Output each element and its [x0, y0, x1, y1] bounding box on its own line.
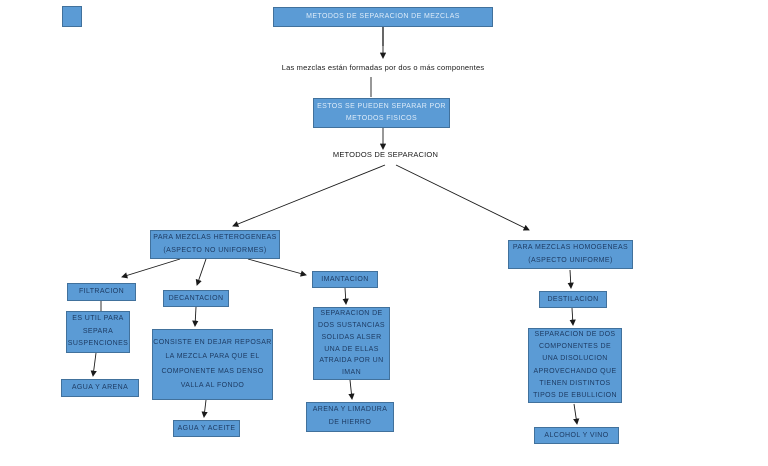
arrow-separation-to-heterogeneous [232, 164, 386, 227]
arrow-heterogeneous-to-filtration [121, 258, 181, 279]
node-decantation-description: CONSISTE EN DEJAR REPOSAR LA MEZCLA PARA… [152, 329, 273, 400]
arrow-magnetization-to-desc [342, 287, 349, 305]
node-homogeneous: PARA MEZCLAS HOMOGENEAS (ASPECTO UNIFORM… [508, 240, 633, 269]
decorative-corner-box [62, 6, 82, 27]
node-magnetization-method: IMANTACION [312, 271, 378, 288]
arrow-distillation-to-desc [569, 307, 576, 326]
node-decantation-example: AGUA Y ACEITE [173, 420, 240, 437]
node-distillation-example: ALCOHOL Y VINO [534, 427, 619, 444]
intro-note-text: Las mezclas están formadas por dos o más… [281, 63, 485, 72]
arrow-decantation-desc-to-example [201, 399, 208, 418]
arrow-homogeneous-to-distillation [567, 269, 574, 289]
arrow-separation-to-homogeneous [395, 164, 530, 231]
arrow-distillation-desc-to-example [573, 403, 580, 425]
arrow-heterogeneous-to-decantation [195, 258, 207, 286]
node-filtration-description: ES UTIL PARA SEPARA SUSPENCIONES [66, 311, 130, 353]
arrow-magnetization-desc-to-example [348, 379, 355, 400]
arrow-filtration-desc-to-example [90, 352, 97, 377]
node-root-title: METODOS DE SEPARACION DE MEZCLAS [273, 7, 493, 27]
arrow-heterogeneous-to-magnetization [247, 258, 307, 277]
node-magnetization-description: SEPARACION DE DOS SUSTANCIAS SOLIDAS ALS… [313, 307, 390, 380]
node-physical-methods: ESTOS SE PUEDEN SEPARAR POR METODOS FISI… [313, 98, 450, 128]
node-heterogeneous: PARA MEZCLAS HETEROGENEAS (ASPECTO NO UN… [150, 230, 280, 259]
node-distillation-description: SEPARACION DE DOS COMPONENTES DE UNA DIS… [528, 328, 622, 403]
node-decantation-method: DECANTACION [163, 290, 229, 307]
arrow-decantation-to-desc [192, 306, 199, 327]
node-magnetization-example: ARENA Y LIMADURA DE HIERRO [306, 402, 394, 432]
node-filtration-method: FILTRACION [67, 283, 136, 301]
separation-note-text: METODOS DE SEPARACION [332, 150, 439, 159]
node-distillation-method: DESTILACION [539, 291, 607, 308]
node-filtration-example: AGUA Y ARENA [61, 379, 139, 397]
